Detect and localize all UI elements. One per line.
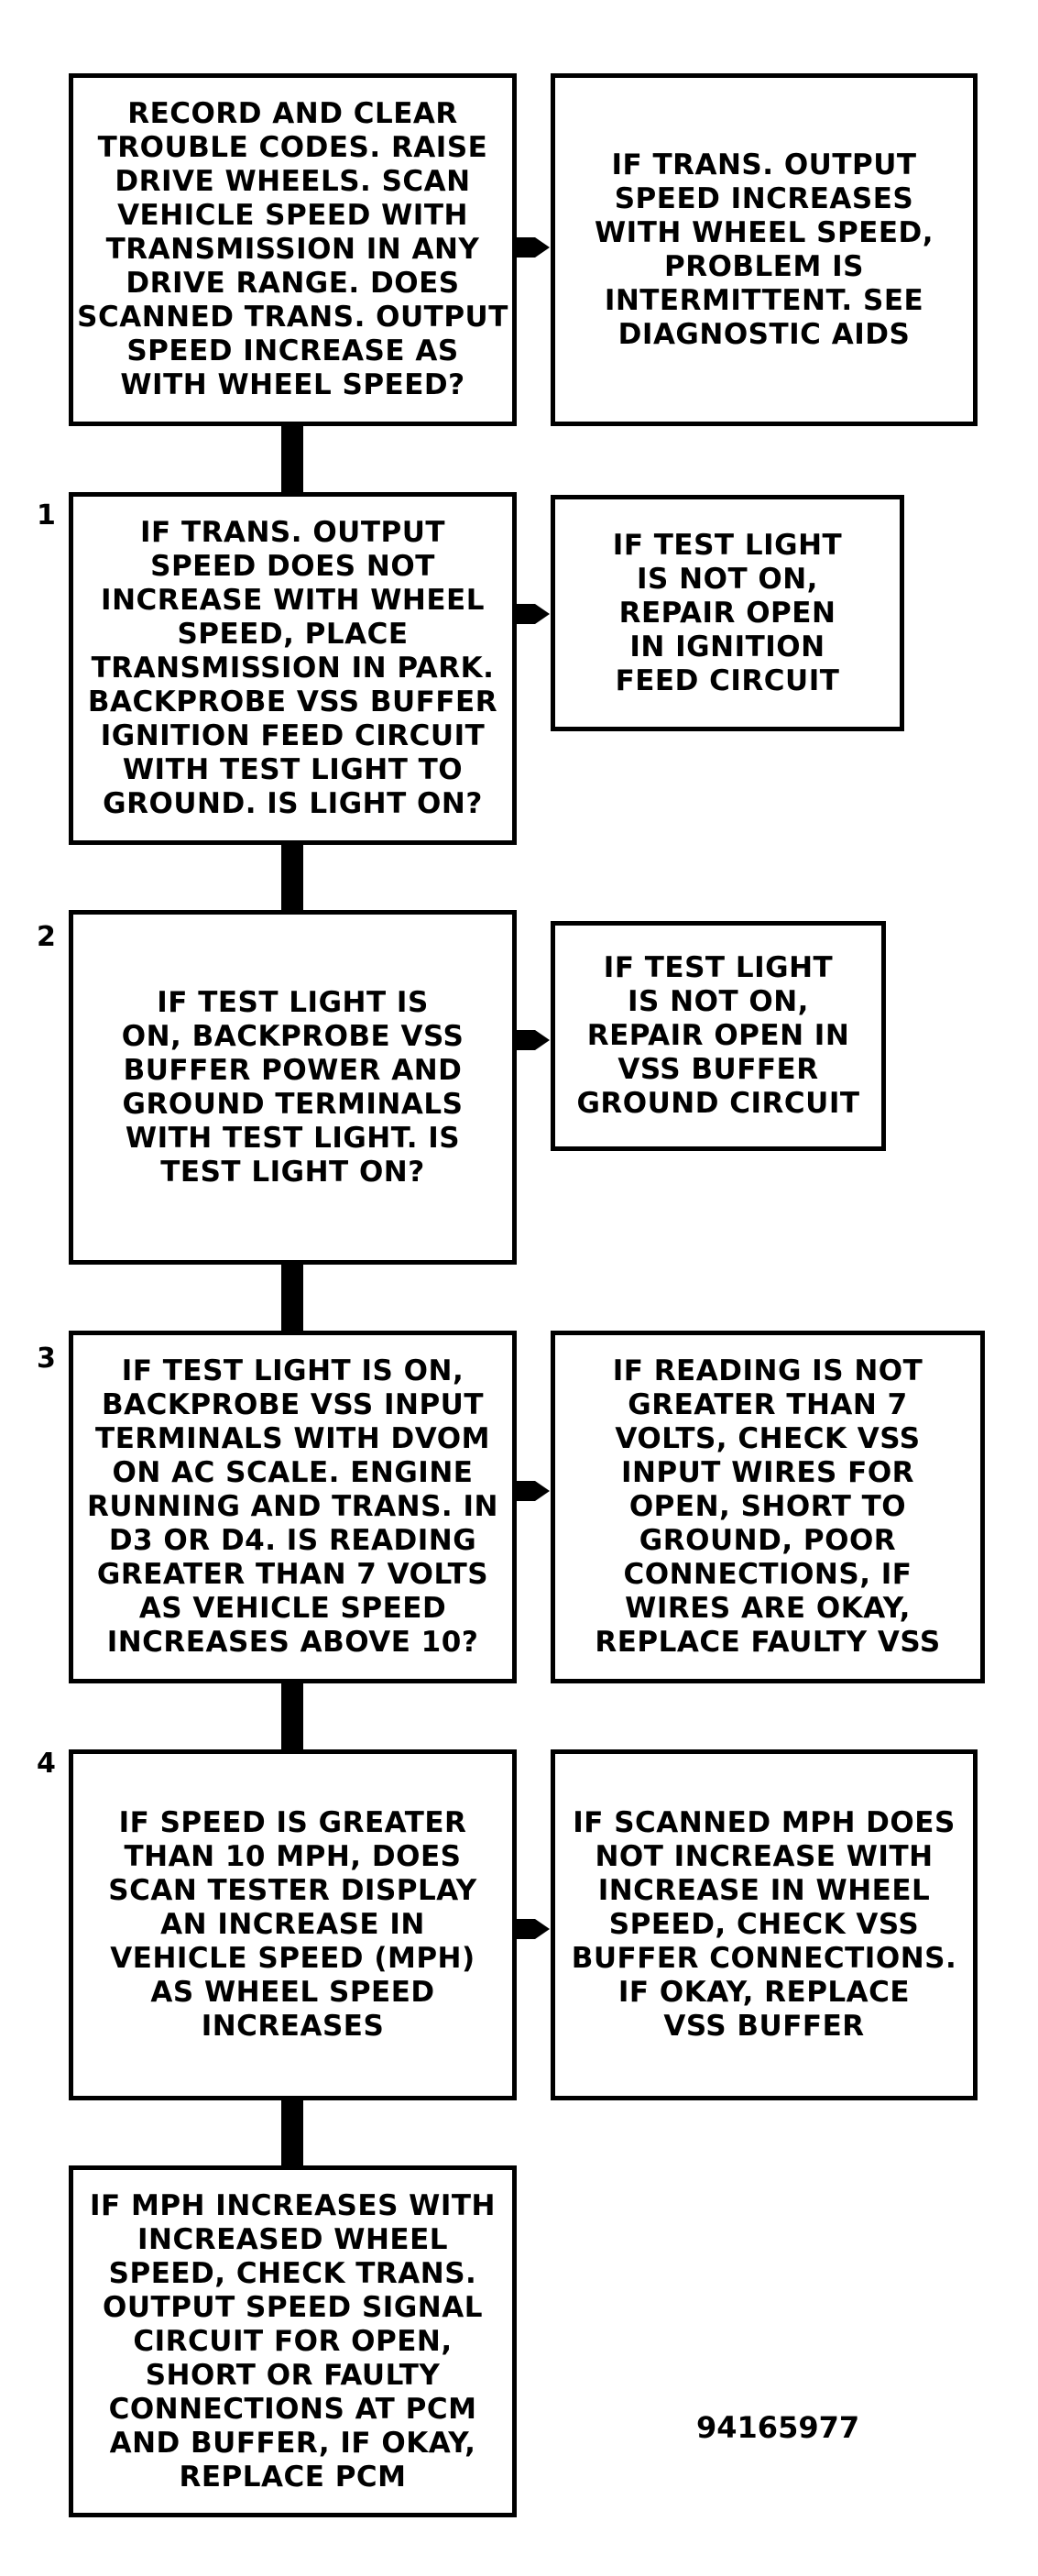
step-3-side-text: IF READING IS NOT GREATER THAN 7 VOLTS, …	[595, 1354, 941, 1659]
step-3-number: 3	[37, 1343, 56, 1375]
step-4-main-box: IF SPEED IS GREATER THAN 10 MPH, DOES SC…	[69, 1749, 517, 2100]
step-2-main-text: IF TEST LIGHT IS ON, BACKPROBE VSS BUFFE…	[121, 985, 464, 1189]
step-4-side-text: IF SCANNED MPH DOES NOT INCREASE WITH IN…	[571, 1806, 957, 2043]
step-0-side-box: IF TRANS. OUTPUT SPEED INCREASES WITH WH…	[551, 73, 978, 426]
step-4-arrow-right	[515, 1919, 550, 1939]
step-0-main-text: RECORD AND CLEAR TROUBLE CODES. RAISE DR…	[77, 97, 508, 401]
step-2-side-text: IF TEST LIGHT IS NOT ON, REPAIR OPEN IN …	[576, 951, 860, 1120]
connector-4-final	[281, 2099, 303, 2168]
step-1-arrow-right	[515, 604, 550, 624]
step-1-main-text: IF TRANS. OUTPUT SPEED DOES NOT INCREASE…	[87, 516, 498, 820]
connector-1-2	[281, 843, 303, 913]
final-box: IF MPH INCREASES WITH INCREASED WHEEL SP…	[69, 2165, 517, 2517]
step-3-main-box: IF TEST LIGHT IS ON, BACKPROBE VSS INPUT…	[69, 1331, 517, 1683]
step-4-side-box: IF SCANNED MPH DOES NOT INCREASE WITH IN…	[551, 1749, 978, 2100]
step-2-main-box: IF TEST LIGHT IS ON, BACKPROBE VSS BUFFE…	[69, 910, 517, 1265]
step-4-number: 4	[37, 1748, 56, 1780]
step-2-number: 2	[37, 921, 56, 953]
step-1-side-text: IF TEST LIGHT IS NOT ON, REPAIR OPEN IN …	[612, 528, 843, 697]
figure-reference-number: 94165977	[696, 2410, 860, 2445]
step-1-number: 1	[37, 499, 56, 532]
step-3-main-text: IF TEST LIGHT IS ON, BACKPROBE VSS INPUT…	[87, 1354, 498, 1659]
step-2-side-box: IF TEST LIGHT IS NOT ON, REPAIR OPEN IN …	[551, 921, 886, 1151]
step-0-arrow-right	[515, 237, 550, 258]
step-3-arrow-right	[515, 1481, 550, 1501]
step-2-arrow-right	[515, 1030, 550, 1050]
step-3-side-box: IF READING IS NOT GREATER THAN 7 VOLTS, …	[551, 1331, 985, 1683]
connector-0-1	[281, 424, 303, 495]
connector-2-3	[281, 1263, 303, 1333]
step-0-side-text: IF TRANS. OUTPUT SPEED INCREASES WITH WH…	[594, 148, 934, 351]
step-1-main-box: IF TRANS. OUTPUT SPEED DOES NOT INCREASE…	[69, 492, 517, 845]
step-1-side-box: IF TEST LIGHT IS NOT ON, REPAIR OPEN IN …	[551, 495, 904, 731]
final-text: IF MPH INCREASES WITH INCREASED WHEEL SP…	[89, 2188, 497, 2494]
step-0-main-box: RECORD AND CLEAR TROUBLE CODES. RAISE DR…	[69, 73, 517, 426]
step-4-main-text: IF SPEED IS GREATER THAN 10 MPH, DOES SC…	[108, 1806, 477, 2043]
connector-3-4	[281, 1682, 303, 1752]
